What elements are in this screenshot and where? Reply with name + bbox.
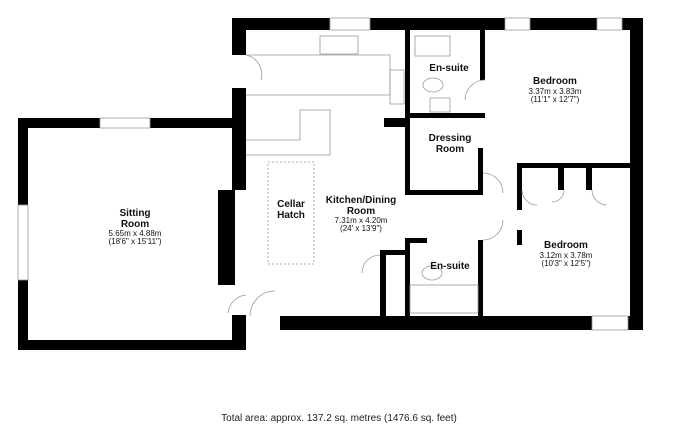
total-area: Total area: approx. 137.2 sq. metres (14… [221, 413, 457, 424]
room-name: En-suite [429, 63, 469, 74]
chimney-breast [218, 190, 235, 285]
room-dimensions-metric: 3.37m x 3.83m [528, 86, 582, 96]
cellar-hatch-outline [267, 161, 315, 265]
room-name: Bedroom [544, 240, 588, 251]
room-dimensions-imperial: (11'1" x 12'7") [530, 94, 580, 104]
room-dimensions-imperial: (24' x 13'9") [340, 224, 382, 234]
room-label-bedroom-2: Bedroom 3.12m x 3.78m (10'3" x 12'5") [539, 240, 593, 268]
room-label-bedroom-1: Bedroom 3.37m x 3.83m (11'1" x 12'7") [528, 76, 582, 104]
room-dimensions-metric: 3.12m x 3.78m [539, 250, 593, 260]
room-name: En-suite [430, 261, 470, 272]
room-label-cellar-hatch: Cellar Hatch [277, 199, 305, 221]
room-name: Dressing [428, 133, 472, 144]
room-dimensions-metric: 7.31m x 4.20m [334, 216, 388, 225]
room-name: Bedroom [533, 76, 577, 87]
room-name: Room [435, 143, 465, 155]
room-label-ensuite-bottom: En-suite [430, 261, 470, 273]
room-label-dressing-room: Dressing Room [428, 133, 472, 155]
room-name: Sitting [119, 208, 151, 219]
room-label-kitchen-dining: Kitchen/Dining Room 7.31m x 4.20m (24' x… [325, 195, 397, 234]
fixtures [17, 17, 629, 331]
room-dimensions-imperial: (18'6" x 15'11") [108, 237, 162, 247]
room-name: Hatch [277, 209, 305, 221]
room-label-sitting-room: Sitting Room 5.65m x 4.88m (18'6" x 15'1… [108, 208, 162, 247]
room-label-ensuite-top: En-suite [429, 63, 469, 75]
room-name: Room [120, 218, 150, 230]
walls [18, 18, 643, 350]
room-name: Cellar [277, 199, 305, 210]
room-dimensions-metric: 5.65m x 4.88m [108, 229, 162, 238]
room-name: Kitchen/Dining [325, 195, 397, 206]
room-name: Room [346, 205, 376, 217]
room-dimensions-imperial: (10'3" x 12'5") [541, 258, 591, 268]
